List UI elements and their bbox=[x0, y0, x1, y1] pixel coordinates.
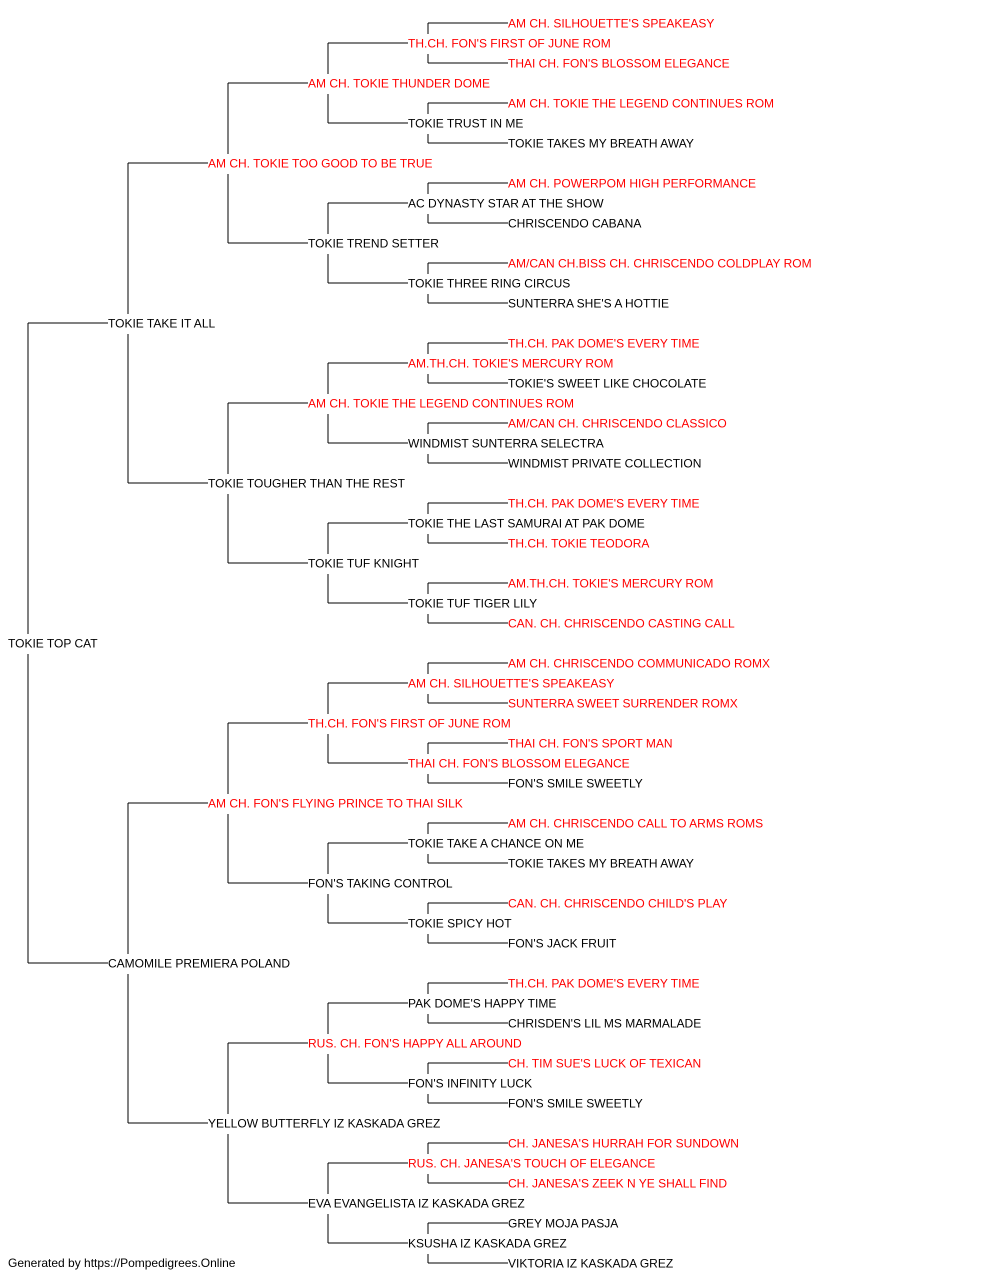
pedigree-node-37: AM/CAN CH.BISS CH. CHRISCENDO COLDPLAY R… bbox=[508, 257, 812, 271]
pedigree-node-55: TH.CH. PAK DOME'S EVERY TIME bbox=[508, 977, 699, 991]
pedigree-node-18: TOKIE THREE RING CIRCUS bbox=[408, 277, 570, 291]
pedigree-node-17: AC DYNASTY STAR AT THE SHOW bbox=[408, 197, 604, 211]
pedigree-node-22: TOKIE TUF TIGER LILY bbox=[408, 597, 537, 611]
pedigree-node-62: VIKTORIA IZ KASKADA GREZ bbox=[508, 1257, 673, 1271]
pedigree-node-32: THAI CH. FON'S BLOSSOM ELEGANCE bbox=[508, 57, 730, 71]
pedigree-node-4: TOKIE TOUGHER THAN THE REST bbox=[208, 477, 406, 491]
pedigree-node-28: FON'S INFINITY LUCK bbox=[408, 1077, 532, 1091]
pedigree-node-52: TOKIE TAKES MY BREATH AWAY bbox=[508, 857, 694, 871]
pedigree-node-57: CH. TIM SUE'S LUCK OF TEXICAN bbox=[508, 1057, 701, 1071]
pedigree-node-16: TOKIE TRUST IN ME bbox=[408, 117, 523, 131]
pedigree-node-15: TH.CH. FON'S FIRST OF JUNE ROM bbox=[408, 37, 611, 51]
pedigree-node-27: PAK DOME'S HAPPY TIME bbox=[408, 997, 556, 1011]
pedigree-node-7: AM CH. TOKIE THUNDER DOME bbox=[308, 77, 490, 91]
pedigree-node-2: CAMOMILE PREMIERA POLAND bbox=[108, 957, 290, 971]
pedigree-node-38: SUNTERRA SHE'S A HOTTIE bbox=[508, 297, 669, 311]
pedigree-node-29: RUS. CH. JANESA'S TOUCH OF ELEGANCE bbox=[408, 1157, 655, 1171]
pedigree-node-26: TOKIE SPICY HOT bbox=[408, 917, 512, 931]
pedigree-node-25: TOKIE TAKE A CHANCE ON ME bbox=[408, 837, 584, 851]
footer-credit: Generated by https://Pompedigrees.Online bbox=[8, 1256, 236, 1270]
pedigree-node-34: TOKIE TAKES MY BREATH AWAY bbox=[508, 137, 694, 151]
pedigree-node-46: CAN. CH. CHRISCENDO CASTING CALL bbox=[508, 617, 735, 631]
pedigree-node-6: YELLOW BUTTERFLY IZ KASKADA GREZ bbox=[208, 1117, 440, 1131]
pedigree-node-51: AM CH. CHRISCENDO CALL TO ARMS ROMS bbox=[508, 817, 763, 831]
pedigree-node-41: AM/CAN CH. CHRISCENDO CLASSICO bbox=[508, 417, 727, 431]
pedigree-node-40: TOKIE'S SWEET LIKE CHOCOLATE bbox=[508, 377, 706, 391]
pedigree-node-54: FON'S JACK FRUIT bbox=[508, 937, 617, 951]
pedigree-node-5: AM CH. FON'S FLYING PRINCE TO THAI SILK bbox=[208, 797, 463, 811]
pedigree-node-3: AM CH. TOKIE TOO GOOD TO BE TRUE bbox=[208, 157, 433, 171]
pedigree-node-9: AM CH. TOKIE THE LEGEND CONTINUES ROM bbox=[308, 397, 574, 411]
pedigree-node-12: FON'S TAKING CONTROL bbox=[308, 877, 453, 891]
pedigree-node-53: CAN. CH. CHRISCENDO CHILD'S PLAY bbox=[508, 897, 727, 911]
pedigree-node-8: TOKIE TREND SETTER bbox=[308, 237, 439, 251]
pedigree-node-30: KSUSHA IZ KASKADA GREZ bbox=[408, 1237, 567, 1251]
pedigree-node-59: CH. JANESA'S HURRAH FOR SUNDOWN bbox=[508, 1137, 739, 1151]
pedigree-node-10: TOKIE TUF KNIGHT bbox=[308, 557, 420, 571]
pedigree-node-47: AM CH. CHRISCENDO COMMUNICADO ROMX bbox=[508, 657, 770, 671]
pedigree-node-24: THAI CH. FON'S BLOSSOM ELEGANCE bbox=[408, 757, 630, 771]
pedigree-node-0: TOKIE TOP CAT bbox=[8, 637, 98, 651]
pedigree-node-44: TH.CH. TOKIE TEODORA bbox=[508, 537, 649, 551]
pedigree-node-20: WINDMIST SUNTERRA SELECTRA bbox=[408, 437, 604, 451]
pedigree-node-21: TOKIE THE LAST SAMURAI AT PAK DOME bbox=[408, 517, 645, 531]
pedigree-node-49: THAI CH. FON'S SPORT MAN bbox=[508, 737, 673, 751]
pedigree-node-56: CHRISDEN'S LIL MS MARMALADE bbox=[508, 1017, 701, 1031]
pedigree-node-45: AM.TH.CH. TOKIE'S MERCURY ROM bbox=[508, 577, 713, 591]
pedigree-node-1: TOKIE TAKE IT ALL bbox=[108, 317, 215, 331]
pedigree-node-58: FON'S SMILE SWEETLY bbox=[508, 1097, 643, 1111]
pedigree-node-31: AM CH. SILHOUETTE'S SPEAKEASY bbox=[508, 17, 714, 31]
pedigree-node-23: AM CH. SILHOUETTE'S SPEAKEASY bbox=[408, 677, 614, 691]
pedigree-node-11: TH.CH. FON'S FIRST OF JUNE ROM bbox=[308, 717, 511, 731]
pedigree-node-33: AM CH. TOKIE THE LEGEND CONTINUES ROM bbox=[508, 97, 774, 111]
pedigree-node-19: AM.TH.CH. TOKIE'S MERCURY ROM bbox=[408, 357, 613, 371]
pedigree-node-14: EVA EVANGELISTA IZ KASKADA GREZ bbox=[308, 1197, 525, 1211]
pedigree-node-36: CHRISCENDO CABANA bbox=[508, 217, 641, 231]
pedigree-node-50: FON'S SMILE SWEETLY bbox=[508, 777, 643, 791]
pedigree-node-39: TH.CH. PAK DOME'S EVERY TIME bbox=[508, 337, 699, 351]
pedigree-node-60: CH. JANESA'S ZEEK N YE SHALL FIND bbox=[508, 1177, 727, 1191]
pedigree-node-61: GREY MOJA PASJA bbox=[508, 1217, 618, 1231]
pedigree-node-42: WINDMIST PRIVATE COLLECTION bbox=[508, 457, 701, 471]
pedigree-node-13: RUS. CH. FON'S HAPPY ALL AROUND bbox=[308, 1037, 522, 1051]
pedigree-node-35: AM CH. POWERPOM HIGH PERFORMANCE bbox=[508, 177, 756, 191]
pedigree-node-43: TH.CH. PAK DOME'S EVERY TIME bbox=[508, 497, 699, 511]
pedigree-node-48: SUNTERRA SWEET SURRENDER ROMX bbox=[508, 697, 738, 711]
